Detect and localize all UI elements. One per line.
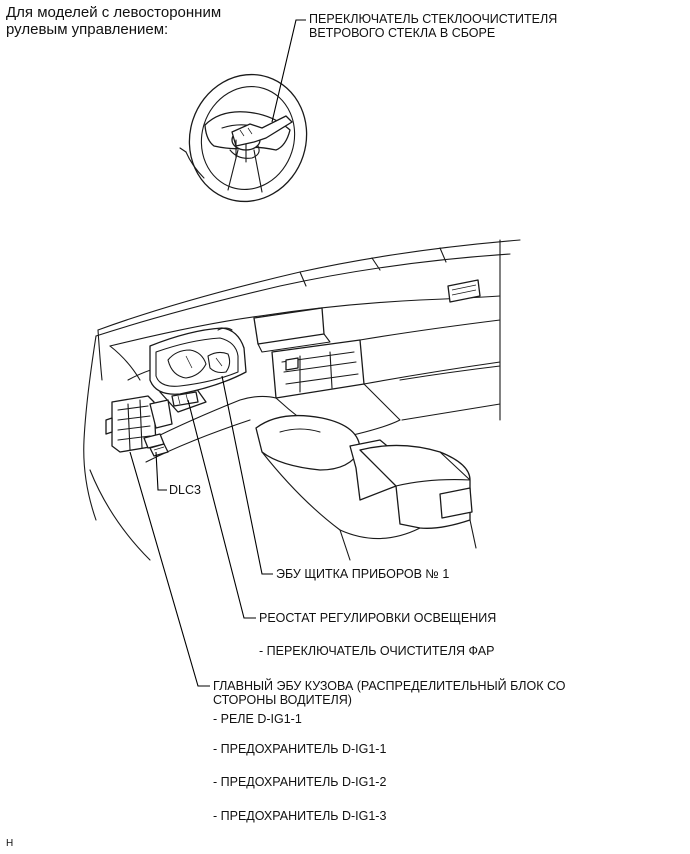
fuse-2-label: - ПРЕДОХРАНИТЕЛЬ D-IG1-2 <box>213 775 387 789</box>
wiper-switch-label: ПЕРЕКЛЮЧАТЕЛЬ СТЕКЛООЧИСТИТЕЛЯ ВЕТРОВОГО… <box>309 12 558 41</box>
lhd-note: Для моделей с левосторонним рулевым упра… <box>6 4 222 39</box>
combo-meter-ecu-label: ЭБУ ЩИТКА ПРИБОРОВ № 1 <box>276 567 450 581</box>
dlc3-label: DLC3 <box>169 483 201 497</box>
main-body-ecu-label: ГЛАВНЫЙ ЭБУ КУЗОВА (РАСПРЕДЕЛИТЕЛЬНЫЙ БЛ… <box>213 679 566 708</box>
leader-lines <box>129 19 306 687</box>
instrument-panel <box>83 239 521 561</box>
figure-code: H <box>6 838 14 849</box>
steering-wheel <box>179 73 308 203</box>
fuse-1-label: - ПРЕДОХРАНИТЕЛЬ D-IG1-1 <box>213 742 387 756</box>
dlc3-connector <box>149 443 169 457</box>
rheostat-label: РЕОСТАТ РЕГУЛИРОВКИ ОСВЕЩЕНИЯ <box>259 611 497 625</box>
combination-meter <box>149 327 247 395</box>
relay-label: - РЕЛЕ D-IG1-1 <box>213 712 302 726</box>
fuse-3-label: - ПРЕДОХРАНИТЕЛЬ D-IG1-3 <box>213 809 387 823</box>
rheostat-switch <box>171 391 199 407</box>
headlamp-cleaner-switch-label: - ПЕРЕКЛЮЧАТЕЛЬ ОЧИСТИТЕЛЯ ФАР <box>259 644 495 658</box>
main-body-ecu <box>105 395 173 453</box>
